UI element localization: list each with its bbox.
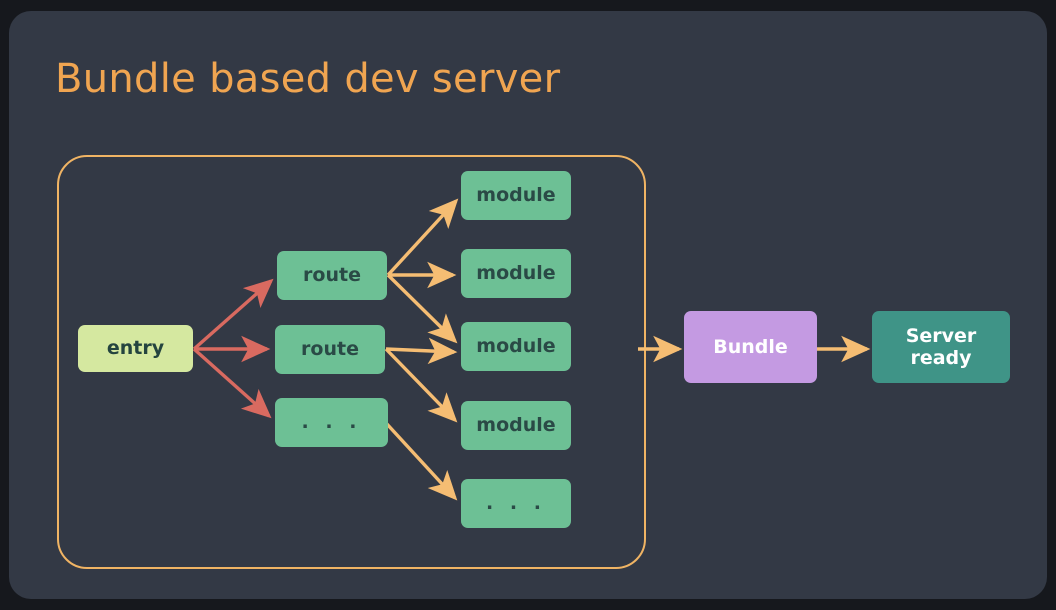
node-module-3[interactable]: module	[461, 322, 571, 371]
node-route-ellipsis[interactable]: . . .	[275, 398, 388, 447]
node-route-1[interactable]: route	[277, 251, 387, 300]
node-route-2[interactable]: route	[275, 325, 385, 374]
node-route-2-label: route	[301, 338, 359, 361]
node-server-ready[interactable]: Server ready	[872, 311, 1010, 383]
node-entry[interactable]: entry	[78, 325, 193, 372]
node-bundle[interactable]: Bundle	[684, 311, 817, 383]
node-module-ellipsis[interactable]: . . .	[461, 479, 571, 528]
node-module-3-label: module	[476, 335, 556, 358]
node-route-1-label: route	[303, 264, 361, 287]
node-module-1[interactable]: module	[461, 171, 571, 220]
node-entry-label: entry	[106, 337, 165, 360]
node-bundle-label: Bundle	[713, 335, 788, 358]
node-module-1-label: module	[476, 184, 556, 207]
page-title: Bundle based dev server	[55, 56, 561, 102]
node-module-2[interactable]: module	[461, 249, 571, 298]
node-server-ready-label: Server ready	[905, 324, 977, 369]
node-module-2-label: module	[476, 262, 556, 285]
node-module-4-label: module	[476, 414, 556, 437]
bundle-group-container	[57, 155, 646, 569]
diagram-card: Bundle based dev server	[9, 11, 1047, 599]
node-module-ellipsis-label: . . .	[486, 492, 546, 515]
node-module-4[interactable]: module	[461, 401, 571, 450]
node-route-ellipsis-label: . . .	[301, 411, 362, 434]
